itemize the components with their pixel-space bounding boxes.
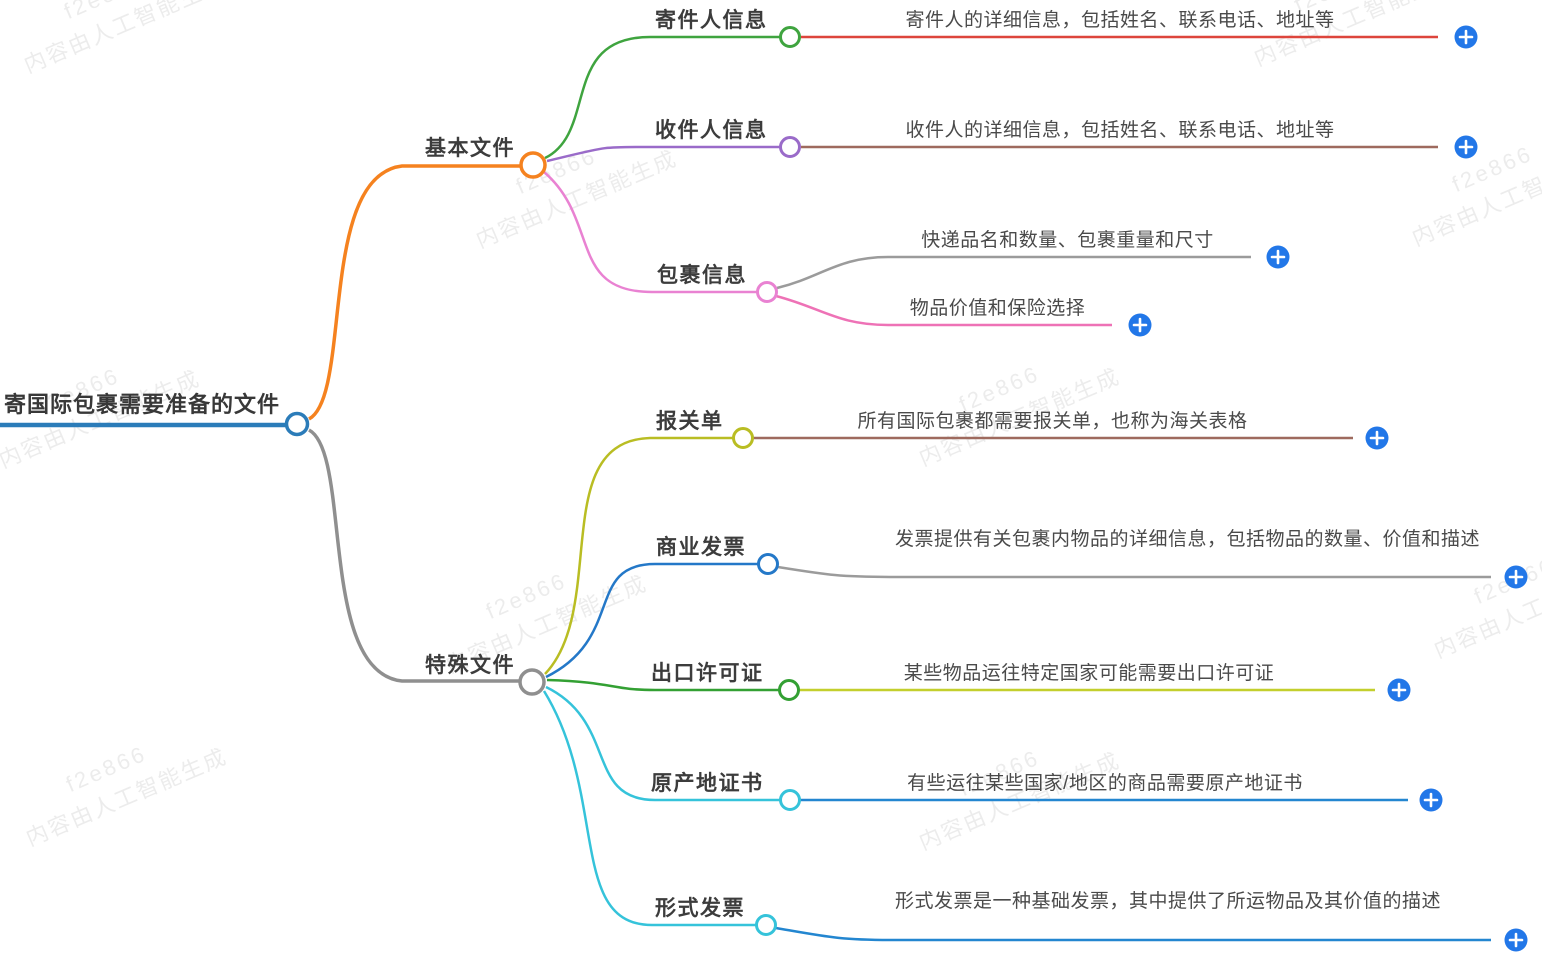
- node-label-customs-form[interactable]: 报关单: [656, 410, 724, 433]
- desc-package-items[interactable]: 快递品名和数量、包裹重量和尺寸: [921, 230, 1214, 251]
- node-label-export-license[interactable]: 出口许可证: [651, 662, 764, 685]
- branch-special-docs: [307, 428, 520, 683]
- branch-commercial-invoice: [545, 562, 758, 679]
- branch-proforma-invoice: [542, 690, 756, 927]
- node-label-sender-info[interactable]: 寄件人信息: [655, 9, 768, 32]
- line-invoice-desc: [777, 565, 1491, 579]
- add-child-icon[interactable]: [1387, 678, 1411, 702]
- add-child-icon[interactable]: [1504, 928, 1528, 952]
- add-child-icon[interactable]: [1504, 565, 1528, 589]
- add-child-icon[interactable]: [1419, 788, 1443, 812]
- node-label-receiver-info[interactable]: 收件人信息: [655, 119, 768, 142]
- receiver-node-circle[interactable]: [779, 136, 801, 158]
- node-label-proforma-invoice[interactable]: 形式发票: [655, 897, 745, 920]
- desc-proforma-invoice[interactable]: 形式发票是一种基础发票，其中提供了所运物品及其价值的描述: [895, 891, 1442, 912]
- line-package-value-desc: [775, 294, 1112, 327]
- add-child-icon[interactable]: [1266, 245, 1290, 269]
- branch-sender-info: [544, 35, 780, 160]
- desc-commercial-invoice[interactable]: 发票提供有关包裹内物品的详细信息，包括物品的数量、价值和描述: [895, 529, 1481, 550]
- desc-receiver-info[interactable]: 收件人的详细信息，包括姓名、联系电话、地址等: [905, 120, 1335, 141]
- line-package-items-desc: [776, 255, 1251, 290]
- add-child-icon[interactable]: [1365, 426, 1389, 450]
- desc-package-value[interactable]: 物品价值和保险选择: [909, 298, 1086, 319]
- root-node-circle[interactable]: [284, 411, 310, 437]
- desc-export-license[interactable]: 某些物品运往特定国家可能需要出口许可证: [903, 663, 1275, 684]
- desc-certificate-origin[interactable]: 有些运往某些国家/地区的商品需要原产地证书: [907, 773, 1303, 794]
- node-label-commercial-invoice[interactable]: 商业发票: [656, 536, 746, 559]
- branch-basic-docs: [307, 164, 521, 421]
- branch-export-license: [546, 678, 779, 692]
- add-child-icon[interactable]: [1454, 25, 1478, 49]
- origin-node-circle[interactable]: [779, 789, 801, 811]
- branch-customs-form: [544, 436, 733, 675]
- desc-customs-form[interactable]: 所有国际包裹都需要报关单，也称为海关表格: [857, 411, 1248, 432]
- desc-sender-info[interactable]: 寄件人的详细信息，包括姓名、联系电话、地址等: [905, 10, 1335, 31]
- add-child-icon[interactable]: [1454, 135, 1478, 159]
- node-label-certificate-origin[interactable]: 原产地证书: [651, 772, 764, 795]
- root-node-label[interactable]: 寄国际包裹需要准备的文件: [4, 392, 281, 417]
- line-proforma-desc: [775, 926, 1491, 942]
- add-child-icon[interactable]: [1128, 313, 1152, 337]
- node-label-special-docs[interactable]: 特殊文件: [425, 654, 515, 677]
- sender-node-circle[interactable]: [779, 26, 801, 48]
- customs-node-circle[interactable]: [732, 427, 754, 449]
- node-label-package-info[interactable]: 包裹信息: [657, 264, 747, 287]
- node-label-basic-docs[interactable]: 基本文件: [425, 137, 515, 160]
- package-node-circle[interactable]: [756, 281, 778, 303]
- proforma-node-circle[interactable]: [755, 914, 777, 936]
- basic-docs-node-circle[interactable]: [519, 151, 547, 179]
- invoice-node-circle[interactable]: [757, 553, 779, 575]
- special-docs-node-circle[interactable]: [518, 668, 546, 696]
- branch-receiver-info: [546, 145, 780, 163]
- branch-package-info: [543, 171, 757, 294]
- branch-certificate-origin: [545, 685, 780, 802]
- export-node-circle[interactable]: [778, 679, 800, 701]
